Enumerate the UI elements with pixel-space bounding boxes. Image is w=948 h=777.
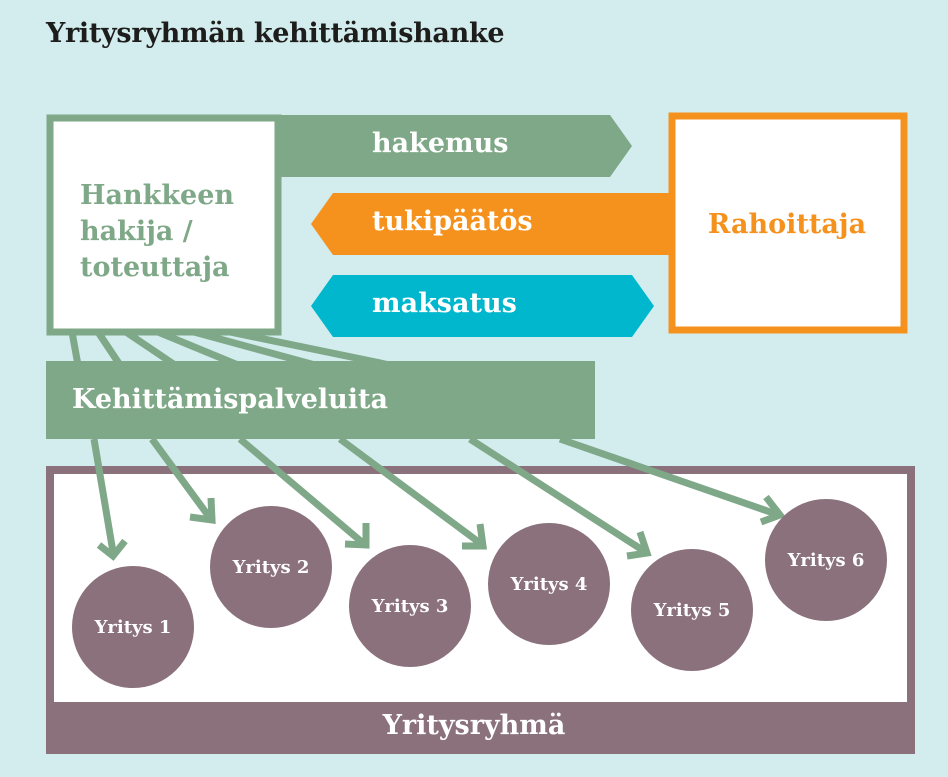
applicant-line-1: Hankkeen	[80, 180, 235, 211]
applicant-box	[46, 114, 282, 336]
company-circle-1	[72, 566, 194, 688]
company-label-6: Yritys 6	[787, 550, 865, 571]
funder-label: Rahoittaja	[707, 208, 867, 240]
services-label: Kehittämispalveluita	[72, 384, 389, 415]
tukipaatos-arrow	[311, 193, 672, 255]
company-group-label: Yritysryhmä	[382, 710, 566, 741]
maksatus-label: maksatus	[372, 288, 517, 319]
hakemus-label: hakemus	[372, 128, 509, 159]
applicant-line-2: hakija /	[80, 216, 193, 247]
tukipaatos-label: tukipäätös	[372, 206, 533, 237]
company-circle-2	[210, 506, 332, 628]
company-circles	[72, 499, 887, 688]
company-label-3: Yritys 3	[371, 596, 449, 617]
maksatus-arrow	[311, 275, 654, 337]
services-bar	[46, 361, 595, 439]
page-title: Yritysryhmän kehittämishanke	[46, 18, 505, 49]
company-circle-6	[765, 499, 887, 621]
service-arrows	[90, 435, 786, 561]
funder-box	[668, 112, 908, 334]
company-label-1: Yritys 1	[94, 617, 172, 638]
company-label-4: Yritys 4	[510, 574, 588, 595]
company-circle-3	[349, 545, 471, 667]
company-circle-4	[488, 523, 610, 645]
applicant-line-3: toteuttaja	[80, 252, 230, 283]
hakemus-arrow	[276, 115, 632, 177]
company-label-2: Yritys 2	[232, 557, 310, 578]
service-lines	[68, 328, 391, 369]
applicant-label: Hankkeen hakija / toteuttaja	[80, 178, 234, 286]
company-circle-5	[631, 549, 753, 671]
company-label-5: Yritys 5	[653, 600, 731, 621]
